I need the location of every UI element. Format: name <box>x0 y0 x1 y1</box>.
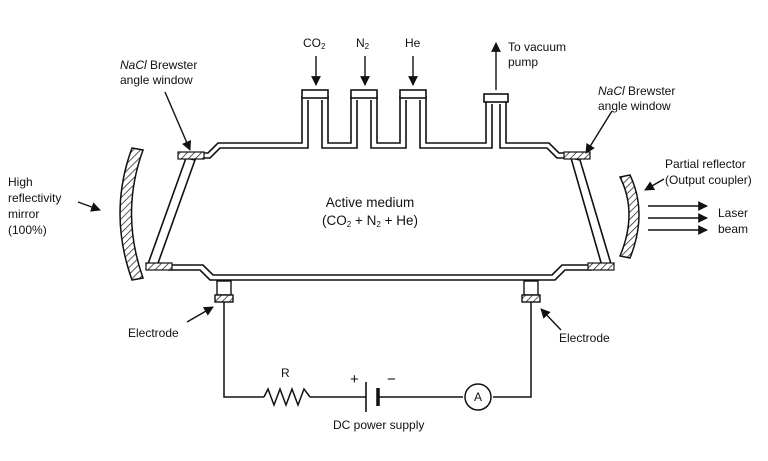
window-seals <box>145 151 615 271</box>
resistor-label: R <box>281 366 290 380</box>
minus-sign: − <box>387 371 396 388</box>
gas-inlet-caps <box>301 89 509 103</box>
partial-reflector <box>618 174 640 259</box>
discharge-tube <box>168 96 592 281</box>
plus-sign: + <box>350 371 359 388</box>
ammeter-label: A <box>473 390 482 404</box>
pointer-arrows <box>77 42 708 331</box>
co2-label: CO2 <box>303 36 326 51</box>
high-reflectivity-mirror <box>119 147 145 281</box>
resistor-symbol <box>263 386 311 408</box>
n2-label: N2 <box>356 36 370 51</box>
left-window-label: NaCl Brewster angle window <box>120 58 198 87</box>
active-medium-label: Active medium (CO2 + N2 + He) <box>322 195 418 229</box>
right-electrode-label: Electrode <box>559 331 610 345</box>
ammeter-circle <box>464 383 492 411</box>
dc-power-supply-label: DC power supply <box>333 418 425 432</box>
left-electrode-label: Electrode <box>128 326 179 340</box>
electrodes <box>214 280 541 303</box>
right-window-label: NaCl Brewster angle window <box>598 84 676 113</box>
output-coupler-label: Partial reflector(Output coupler) <box>665 157 752 187</box>
circuit-wires <box>223 302 532 408</box>
battery-symbol <box>362 382 386 412</box>
he-label: He <box>405 36 421 50</box>
